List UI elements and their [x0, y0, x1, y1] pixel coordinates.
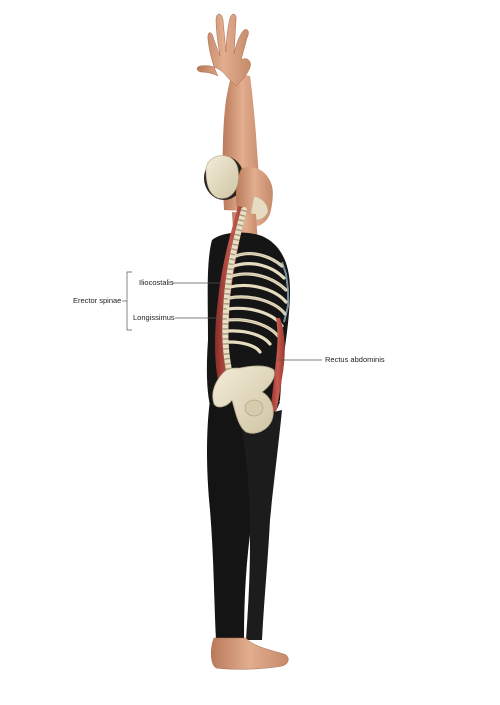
rectus-abdominis-label: Rectus abdominis — [325, 355, 385, 364]
pelvis — [212, 365, 275, 434]
anatomy-overlay — [212, 206, 289, 434]
longissimus-label: Longissimus — [133, 313, 175, 322]
leader-lines — [122, 271, 322, 361]
iliocostalis-label: Iliocostalis — [139, 278, 174, 287]
legs — [207, 400, 289, 670]
erector-spinae-label: Erector spinae — [73, 296, 122, 305]
erector-spinae-bracket — [126, 271, 132, 331]
rectus-abdominis-muscle — [270, 318, 285, 412]
